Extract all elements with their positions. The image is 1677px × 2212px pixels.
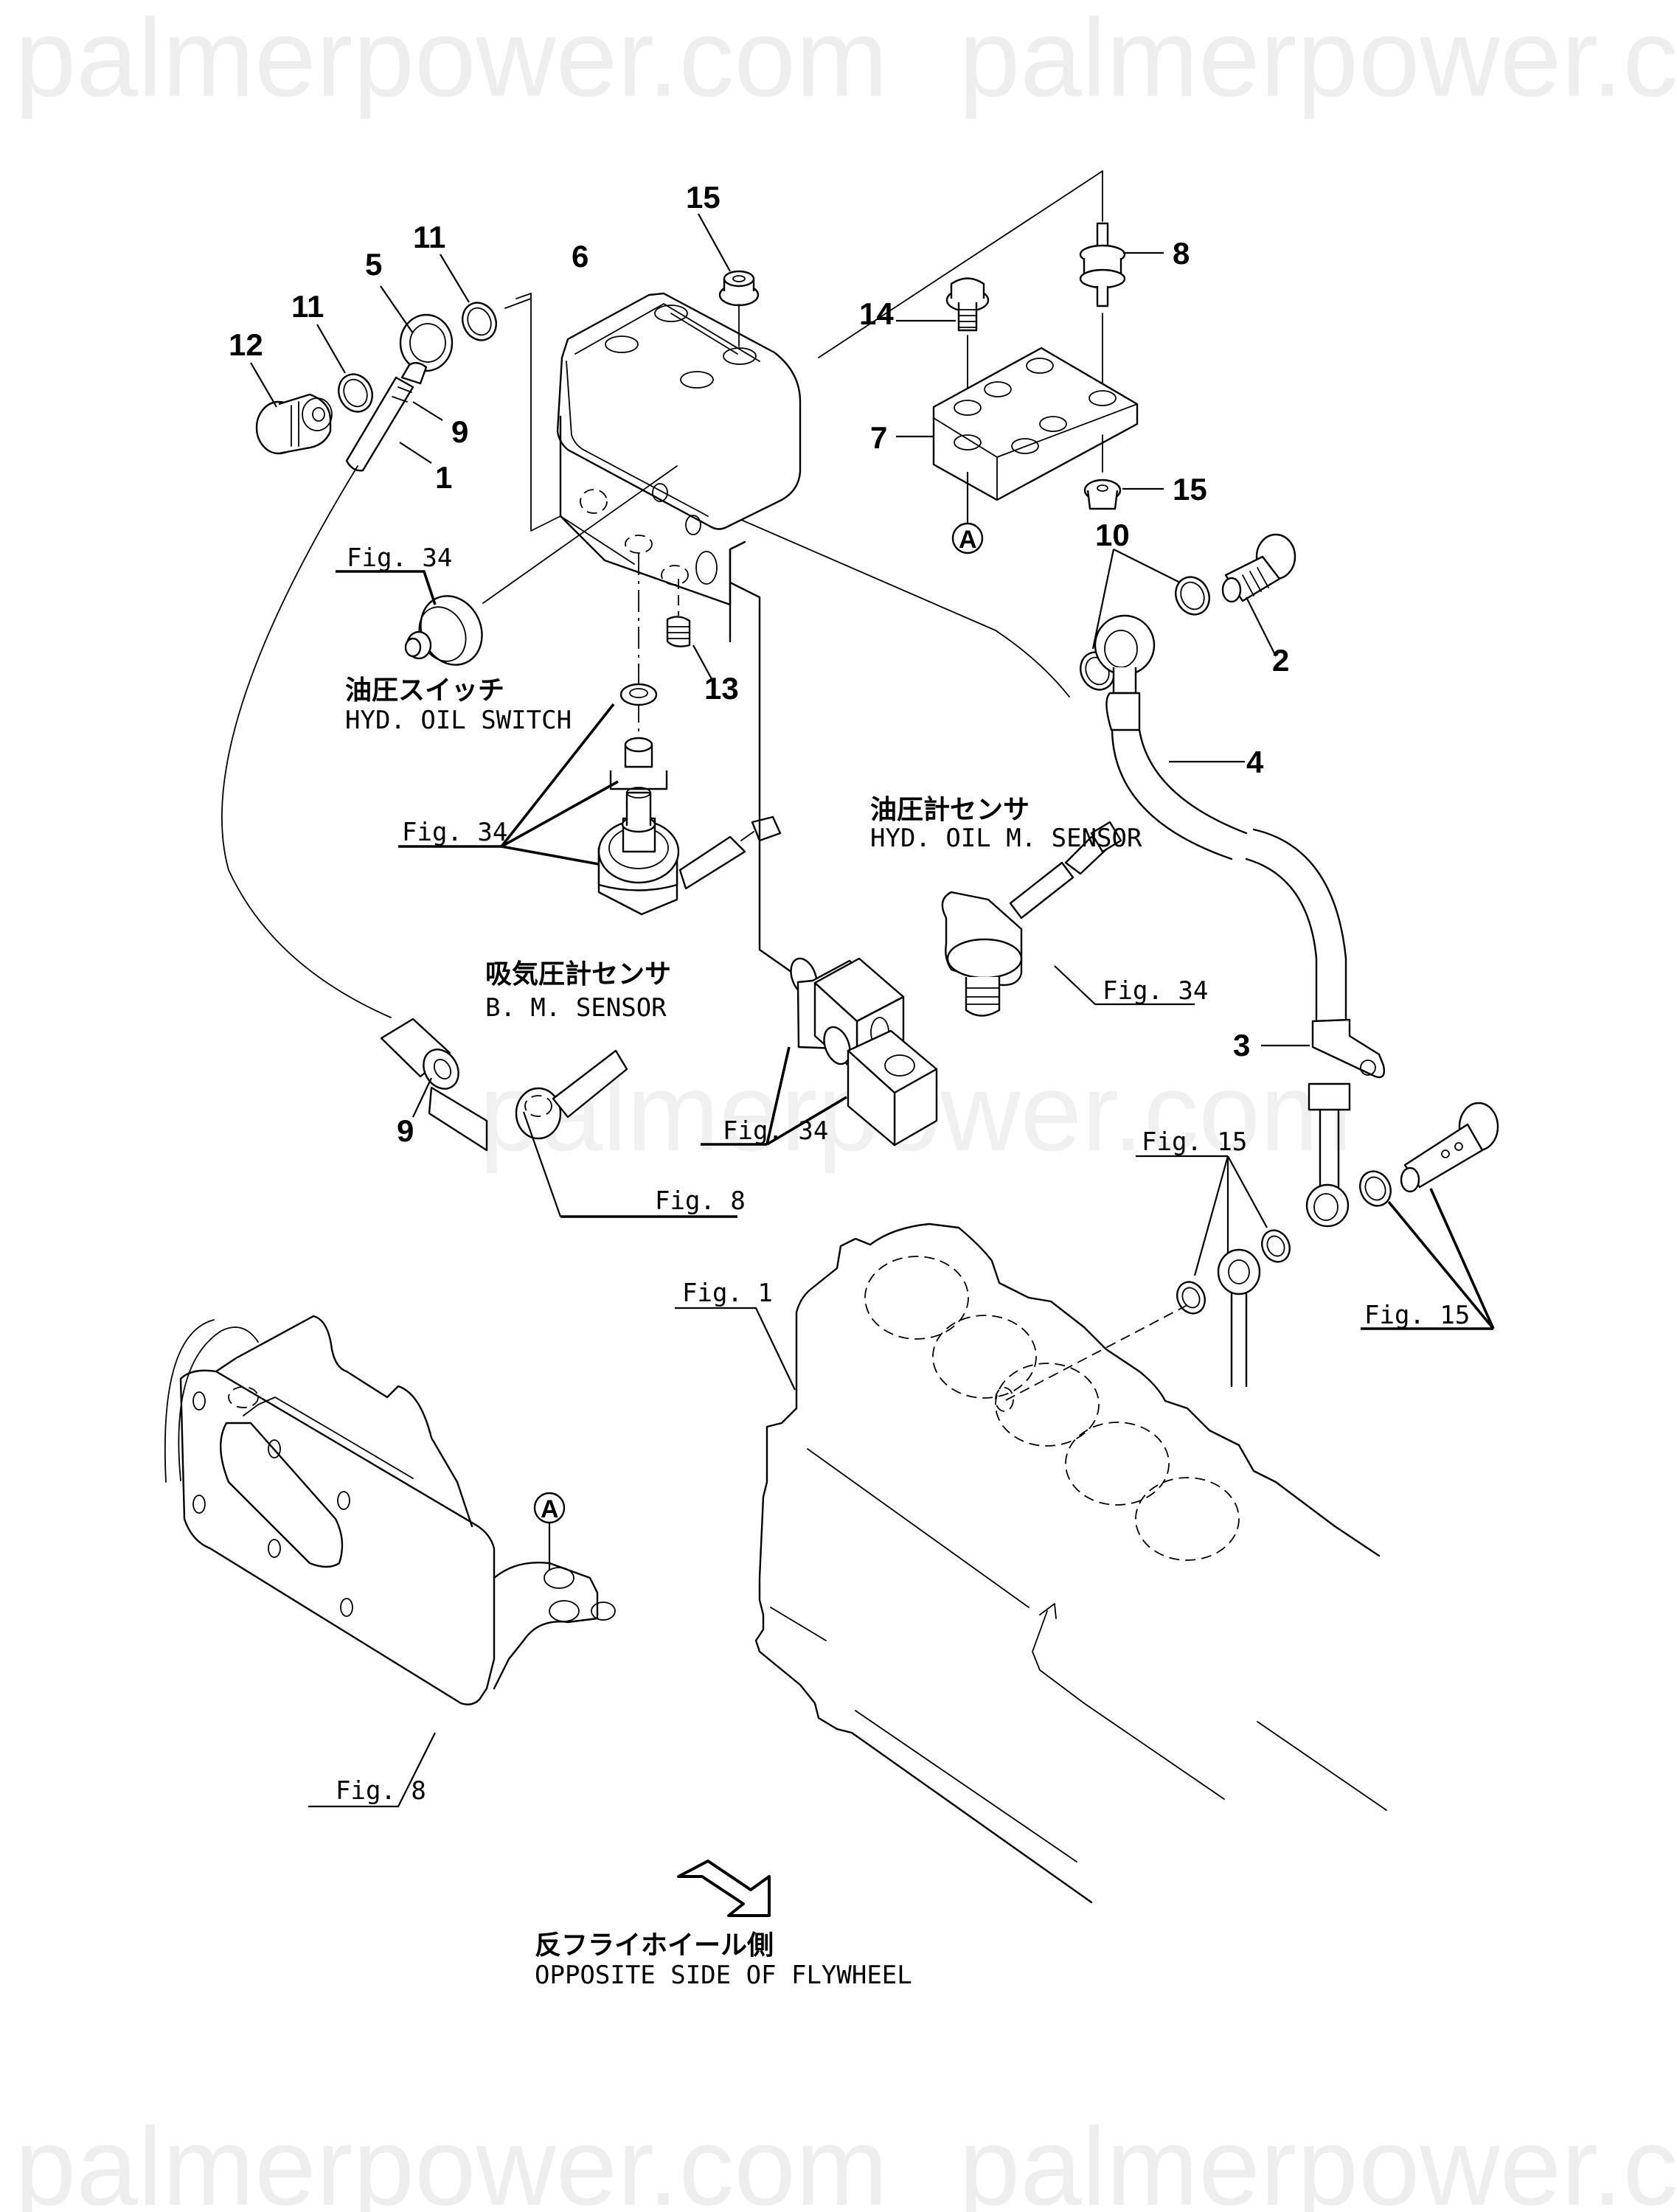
part-label-12: 12 [229, 327, 263, 362]
caption-flywheel-en: OPPOSITE SIDE OF FLYWHEEL [535, 1961, 912, 1990]
captions: 油圧スイッチ HYD. OIL SWITCH 油圧計センサ HYD. OIL M… [345, 675, 1142, 1990]
hyd-oil-switch [404, 465, 678, 666]
caption-hyd-oil-switch-jp: 油圧スイッチ [345, 675, 504, 706]
fig15-parts-left [995, 1155, 1291, 1412]
part-label-13: 13 [704, 671, 739, 706]
part-label-9-top: 9 [451, 414, 468, 449]
part-label-9-lower: 9 [397, 1113, 414, 1148]
bm-sensor-stack [597, 553, 782, 916]
engine-block [675, 1222, 1387, 1904]
part-label-1: 1 [435, 460, 452, 495]
part-label-15-lower: 15 [1173, 472, 1207, 507]
part-label-11-left: 11 [291, 289, 324, 324]
part-label-6: 6 [572, 239, 588, 274]
banjo-bolt-2 [1221, 533, 1296, 657]
fig-ref-34-bm: Fig. 34 [402, 818, 507, 847]
nut-15-lower [1083, 479, 1164, 510]
fig34-block-leaders [701, 1046, 847, 1146]
clamp-3 [1261, 1018, 1386, 1228]
callout-a-label: A [959, 526, 977, 554]
watermark-top-right: palmerpower.com [959, 0, 1677, 119]
fig-ref-34-msensor: Fig. 34 [1103, 976, 1208, 1006]
caption-hyd-oil-switch-en: HYD. OIL SWITCH [345, 706, 572, 735]
part-label-3: 3 [1233, 1028, 1250, 1062]
part-number-labels: 15 6 11 5 11 12 9 1 14 8 7 15 10 2 13 4 … [229, 180, 1289, 1148]
part-label-2: 2 [1272, 643, 1289, 678]
watermark-bottom-left: palmerpower.com [15, 2104, 888, 2212]
part-label-4: 4 [1246, 745, 1264, 779]
elbow-pipe [428, 1049, 628, 1217]
figure-reference-labels: Fig. 34 Fig. 34 Fig. 34 Fig. 34 Fig. 8 F… [336, 543, 1470, 1806]
part-label-15-top: 15 [686, 180, 721, 215]
harness-line [729, 581, 805, 982]
bolt-14 [896, 277, 990, 392]
washers-10 [1080, 549, 1210, 691]
plate-7 [896, 347, 1139, 524]
part-label-5: 5 [365, 247, 382, 282]
callout-a-manifold-label: A [541, 1495, 559, 1523]
bracket-6 [515, 292, 802, 643]
caption-flywheel-jp: 反フライホイール側 [535, 1930, 774, 1961]
watermark-top-left: palmerpower.com [15, 0, 888, 119]
mount-8 [818, 170, 1164, 384]
part-label-11-right: 11 [413, 220, 445, 254]
caption-hyd-oil-msensor-en: HYD. OIL M. SENSOR [870, 824, 1142, 853]
fig-ref-1-block: Fig. 1 [682, 1279, 773, 1308]
plug-12 [250, 362, 333, 455]
fig-ref-34-blocks: Fig. 34 [723, 1116, 828, 1146]
fig-ref-8-manifold: Fig. 8 [336, 1776, 426, 1806]
part-label-10: 10 [1095, 518, 1130, 552]
caption-hyd-oil-msensor-jp: 油圧計センサ [870, 795, 1030, 825]
flywheel-direction-arrow [677, 1860, 771, 1917]
hose-end-9-lower [380, 1018, 459, 1118]
fig15-parts-right [1359, 1102, 1499, 1330]
part-label-7: 7 [870, 420, 887, 455]
fig-ref-8-pipe: Fig. 8 [655, 1186, 746, 1216]
hose-1 [221, 376, 443, 1018]
hose-4 [740, 519, 1347, 1041]
watermark-bottom-right: palmerpower.com [959, 2104, 1677, 2212]
callout-a-top: A [951, 522, 984, 554]
washer-11-right [440, 254, 532, 341]
hyd-oil-m-sensor [941, 821, 1195, 1017]
washer-11-left [316, 324, 373, 413]
part-label-8: 8 [1173, 236, 1190, 271]
intake-manifold: A [164, 1315, 616, 1808]
watermark-group: palmerpower.com palmerpower.com palmerpo… [15, 0, 1677, 2212]
caption-bm-sensor-en: B. M. SENSOR [485, 993, 667, 1023]
sensor-block-lower [823, 1026, 938, 1147]
caption-bm-sensor-jp: 吸気圧計センサ [485, 959, 671, 990]
fig-ref-15-right: Fig. 15 [1364, 1301, 1470, 1330]
fig34-stack-leaders [398, 703, 619, 866]
fig-ref-15-left: Fig. 15 [1142, 1127, 1247, 1157]
eye-fitting-5 [380, 285, 454, 385]
part-label-14: 14 [859, 296, 894, 331]
fig-ref-34-switch: Fig. 34 [347, 543, 452, 573]
plug-13 [666, 579, 716, 686]
nut-15-top [698, 213, 760, 347]
